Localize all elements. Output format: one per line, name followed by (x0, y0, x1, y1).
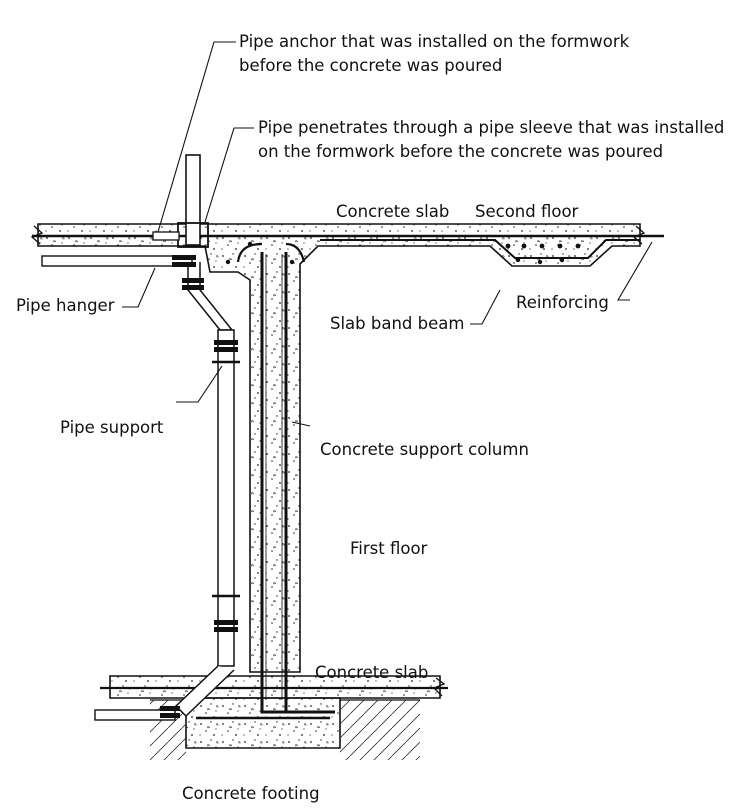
label-concrete-slab-bottom: Concrete slab (315, 663, 429, 682)
column-rebar-hook (236, 242, 306, 263)
label-pipe-hanger: Pipe hanger (16, 296, 115, 315)
upper-slab-and-column (37, 223, 641, 673)
label-second-floor: Second floor (475, 202, 579, 221)
label-concrete-slab-top: Concrete slab (336, 202, 450, 221)
branch-pipe-upper (41, 255, 193, 267)
break-mark-lower-right (432, 677, 446, 697)
label-reinforcing: Reinforcing (516, 293, 609, 312)
pipe-couplings (160, 255, 238, 718)
label-concrete-footing: Concrete footing (182, 784, 320, 803)
label-concrete-support-column: Concrete support column (320, 440, 529, 459)
label-slab-band-beam: Slab band beam (330, 314, 465, 333)
leader-lines (122, 41, 653, 427)
column-ties (265, 254, 283, 700)
stack-offset-bottom (174, 665, 235, 718)
band-beam-reinforcing (320, 239, 640, 259)
soil-hatch-right (340, 700, 420, 760)
concrete-footing (185, 697, 341, 749)
vertical-pipe-upper (185, 154, 201, 246)
pipe-support-clamps (212, 360, 240, 598)
label-pipe-anchor: Pipe anchor that was installed on the fo… (239, 32, 630, 75)
drain-stack (217, 329, 235, 667)
label-pipe-sleeve: Pipe penetrates through a pipe sleeve th… (258, 118, 725, 161)
label-first-floor: First floor (350, 539, 428, 558)
pipe-anchor (152, 231, 180, 241)
label-pipe-support: Pipe support (60, 418, 164, 437)
